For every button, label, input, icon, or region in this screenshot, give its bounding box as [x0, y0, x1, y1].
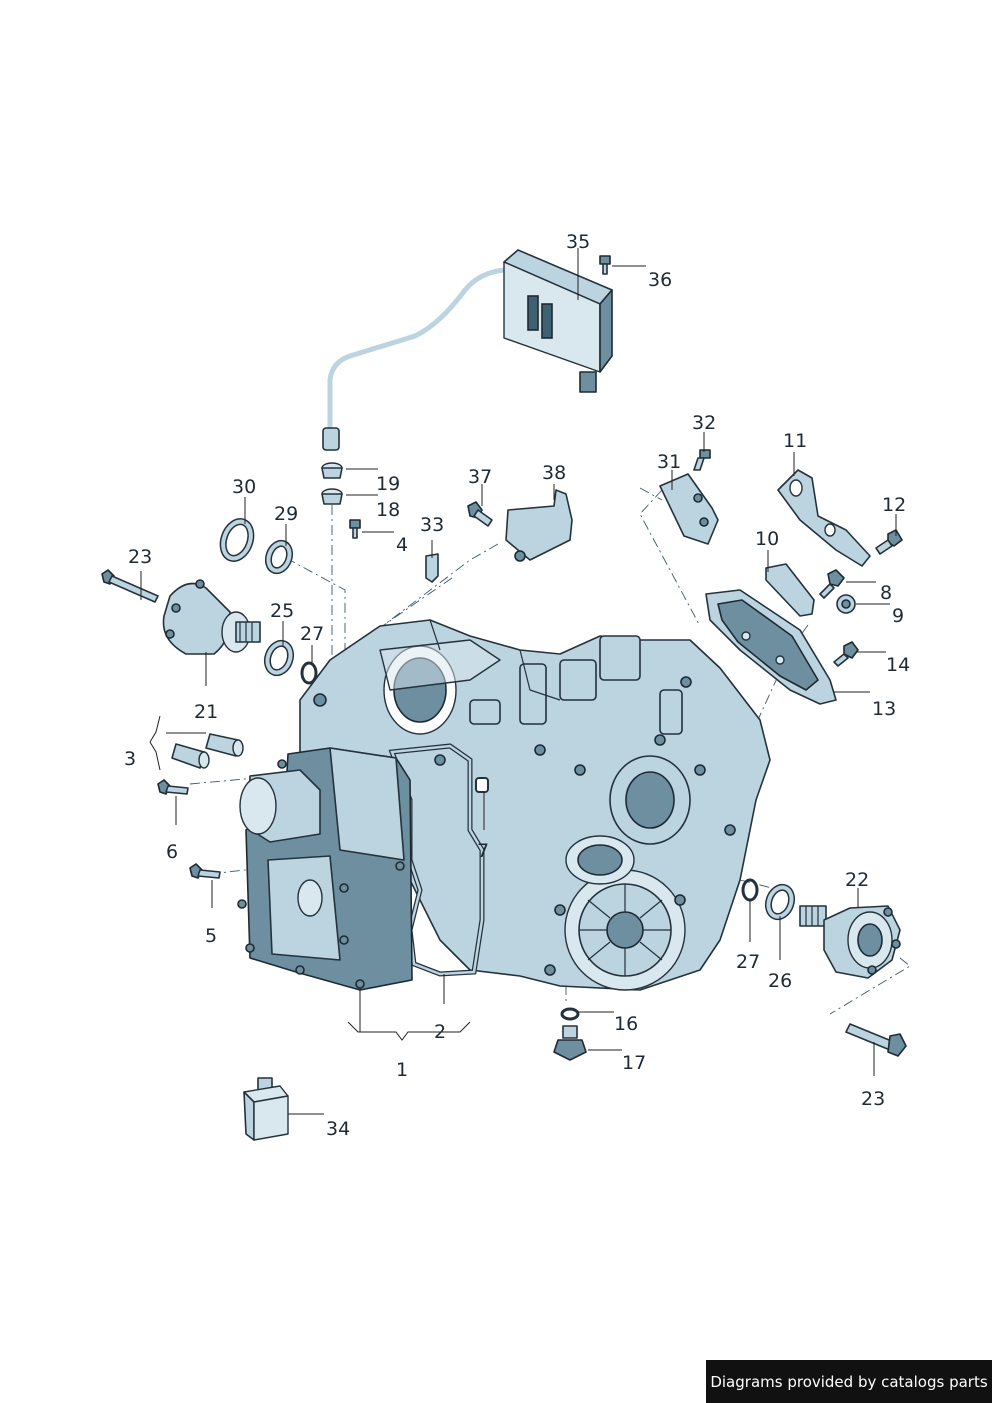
callout-22: 22 [845, 869, 869, 891]
callout-8: 8 [880, 582, 892, 604]
callout-23-left: 23 [128, 546, 152, 568]
bolt-12 [875, 529, 903, 555]
callout-14: 14 [886, 654, 910, 676]
screw-4 [349, 519, 361, 539]
oil-bottle-34 [243, 1077, 289, 1141]
bolt-5 [189, 863, 221, 879]
screw-32 [693, 449, 711, 471]
callout-13: 13 [872, 698, 896, 720]
attribution-badge: Diagrams provided by catalogs parts [706, 1360, 992, 1403]
nut-9 [836, 594, 856, 614]
flange-shaft-21 [162, 579, 261, 655]
o-ring-27-right [741, 878, 759, 902]
attribution-text: Diagrams provided by catalogs parts [710, 1372, 988, 1391]
callout-19: 19 [376, 473, 400, 495]
bolt-14 [833, 641, 859, 667]
callout-27-right: 27 [736, 951, 760, 973]
bolt-23-left [101, 569, 159, 603]
callout-5: 5 [205, 925, 217, 947]
callout-2: 2 [434, 1021, 446, 1043]
sensors-3 [171, 733, 244, 769]
callout-12: 12 [882, 494, 906, 516]
callout-16: 16 [614, 1013, 638, 1035]
callout-32: 32 [692, 412, 716, 434]
callout-25: 25 [270, 600, 294, 622]
callout-30: 30 [232, 476, 256, 498]
cap-18 [321, 488, 343, 505]
callout-17: 17 [622, 1052, 646, 1074]
flange-shaft-22 [799, 905, 901, 979]
callout-labels: 35 36 19 18 4 30 29 23 25 27 21 3 6 5 7 … [124, 231, 910, 1140]
cover-13 [705, 589, 837, 705]
callout-9: 9 [892, 605, 904, 627]
callout-38: 38 [542, 462, 566, 484]
callout-37: 37 [468, 466, 492, 488]
callout-34: 34 [326, 1118, 350, 1140]
bolt-37 [467, 501, 493, 527]
screw-36 [599, 255, 611, 275]
seal-26 [764, 883, 796, 921]
washer-16 [560, 1007, 580, 1021]
callout-36: 36 [648, 269, 672, 291]
callout-26: 26 [768, 970, 792, 992]
callout-18: 18 [376, 499, 400, 521]
callout-10: 10 [755, 528, 779, 550]
bracket-31 [659, 473, 719, 545]
leader-lines [140, 248, 897, 1115]
callout-31: 31 [657, 451, 681, 473]
control-unit-35 [322, 249, 613, 451]
clip-33 [425, 553, 439, 583]
callout-1: 1 [396, 1059, 408, 1081]
seal-25 [263, 639, 295, 677]
gasket-2 [388, 743, 485, 977]
o-ring-27-left [300, 661, 318, 685]
callout-6: 6 [166, 841, 178, 863]
plug-7 [475, 777, 489, 793]
drain-plug-17 [553, 1025, 587, 1061]
callout-11: 11 [783, 430, 807, 452]
bracket-10 [765, 563, 815, 617]
callout-29: 29 [274, 503, 298, 525]
callout-35: 35 [566, 231, 590, 253]
transmission-housing [299, 619, 771, 991]
mechatronic-unit-1 [237, 747, 413, 991]
callout-3: 3 [124, 748, 136, 770]
bracket-11 [777, 469, 871, 567]
callout-27-left: 27 [300, 623, 324, 645]
bolt-23-right [845, 1023, 907, 1057]
callout-21: 21 [194, 701, 218, 723]
callout-33: 33 [420, 514, 444, 536]
seal-29 [264, 539, 294, 575]
callout-4: 4 [396, 534, 408, 556]
callout-23-right: 23 [861, 1088, 885, 1110]
bracket-38 [505, 489, 573, 562]
callout-7: 7 [477, 840, 489, 862]
cap-19 [321, 462, 343, 479]
bolt-8 [819, 569, 845, 599]
seal-30 [219, 518, 255, 562]
bolt-6 [157, 779, 189, 795]
